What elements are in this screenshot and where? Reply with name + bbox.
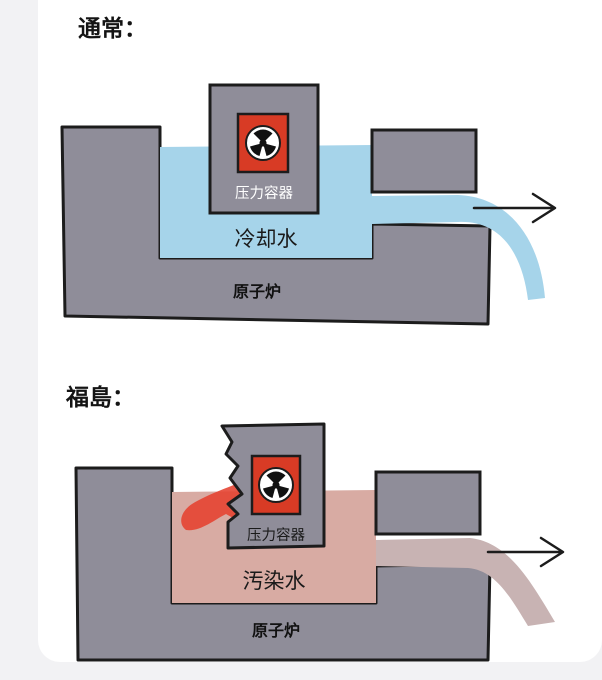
normal-vessel-label: 压力容器: [235, 185, 293, 202]
radiation-trefoil-icon: [263, 471, 289, 498]
normal-pressure-vessel: [208, 83, 320, 215]
fukushima-outflow-stream: [376, 538, 555, 626]
diagram-card: 通常： 压力容器 冷却水 原子炉 福島：: [38, 0, 602, 662]
reactor-diagram: 通常： 压力容器 冷却水 原子炉 福島：: [60, 16, 565, 662]
normal-water-label: 冷却水: [235, 227, 298, 251]
fukushima-flow-arrow: [486, 536, 565, 568]
normal-outflow-stream: [372, 195, 545, 300]
fukushima-vessel-label: 压力容器: [247, 527, 305, 544]
radiation-trefoil-icon: [250, 129, 276, 156]
normal-radiation-sign: [236, 112, 290, 174]
fukushima-reactor-label: 原子炉: [252, 621, 300, 640]
fukushima-heading: 福島：: [65, 384, 135, 411]
normal-flow-arrow: [472, 192, 557, 224]
fukushima-turbine-block: [374, 470, 482, 536]
normal-reactor-label: 原子炉: [233, 282, 281, 301]
fukushima-radiation-sign: [250, 454, 302, 516]
fukushima-water-label: 汚染水: [243, 569, 306, 593]
normal-section: 通常： 压力容器 冷却水 原子炉: [60, 16, 557, 326]
normal-turbine-block: [370, 128, 478, 194]
fukushima-section: 福島： 压力容器 汚染水 原子炉: [65, 384, 565, 662]
normal-heading: 通常：: [78, 16, 147, 42]
